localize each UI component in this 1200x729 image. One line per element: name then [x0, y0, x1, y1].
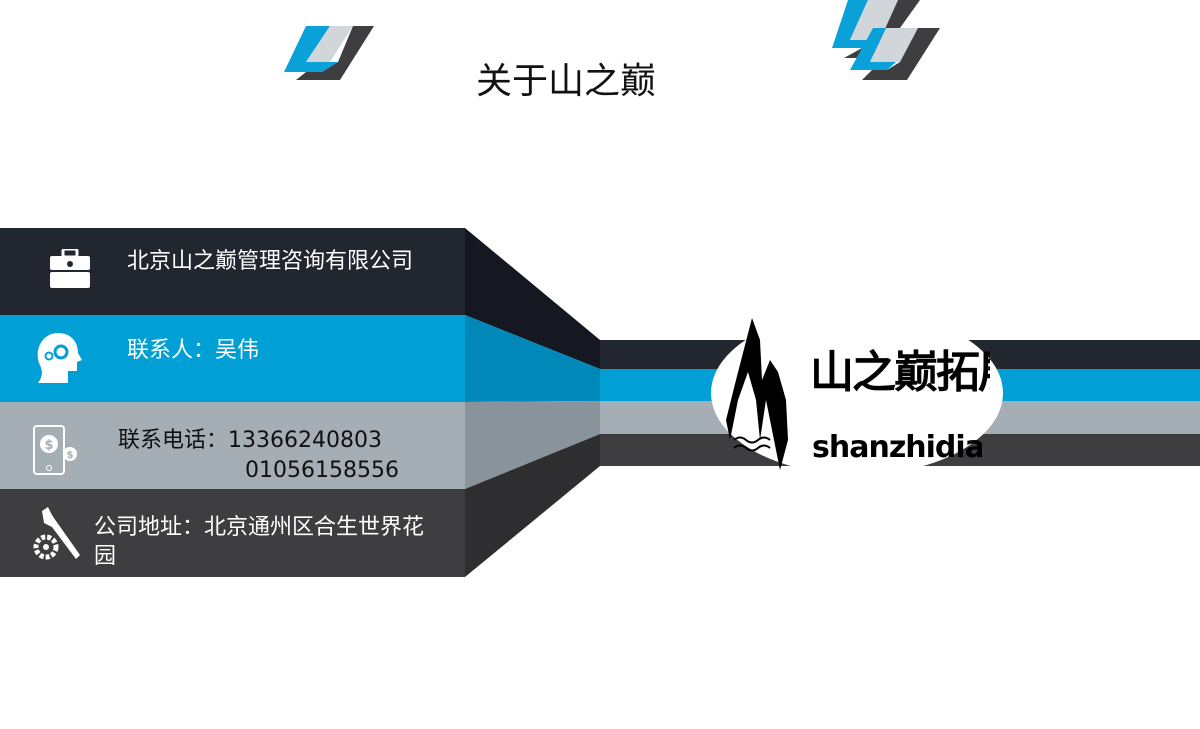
address-label: 公司地址：北京通州区合生世界花 — [94, 515, 425, 540]
svg-text:$: $ — [67, 450, 74, 461]
address-cont: 园 — [94, 544, 117, 569]
funnel-segment — [465, 228, 600, 369]
phone-label: 联系电话：13366240803 — [118, 428, 382, 453]
briefcase-icon — [50, 249, 90, 288]
decoration-left — [284, 26, 374, 80]
head-gears-icon — [37, 333, 82, 383]
funnel-segment — [465, 434, 600, 577]
band-phone — [0, 402, 465, 489]
mobile-payment-icon: $ $ — [33, 425, 77, 475]
band-address — [0, 489, 465, 577]
funnel-segment — [465, 401, 600, 489]
logo-chinese-text: 山之巅拓展 — [810, 347, 990, 398]
phone-secondary: 01056158556 — [245, 458, 399, 483]
svg-text:$: $ — [44, 438, 53, 453]
mountain-logo-icon — [726, 318, 788, 470]
page-title: 关于山之巅 — [475, 61, 656, 102]
logo-domain-text: shanzhidian.c — [812, 430, 982, 465]
funnel-segment — [465, 315, 600, 402]
wrench-gear-icon — [33, 507, 80, 560]
contact-person: 联系人：吴伟 — [127, 338, 260, 363]
company-name: 北京山之巅管理咨询有限公司 — [127, 249, 414, 274]
band-company — [0, 228, 465, 315]
decoration-right — [832, 0, 940, 80]
